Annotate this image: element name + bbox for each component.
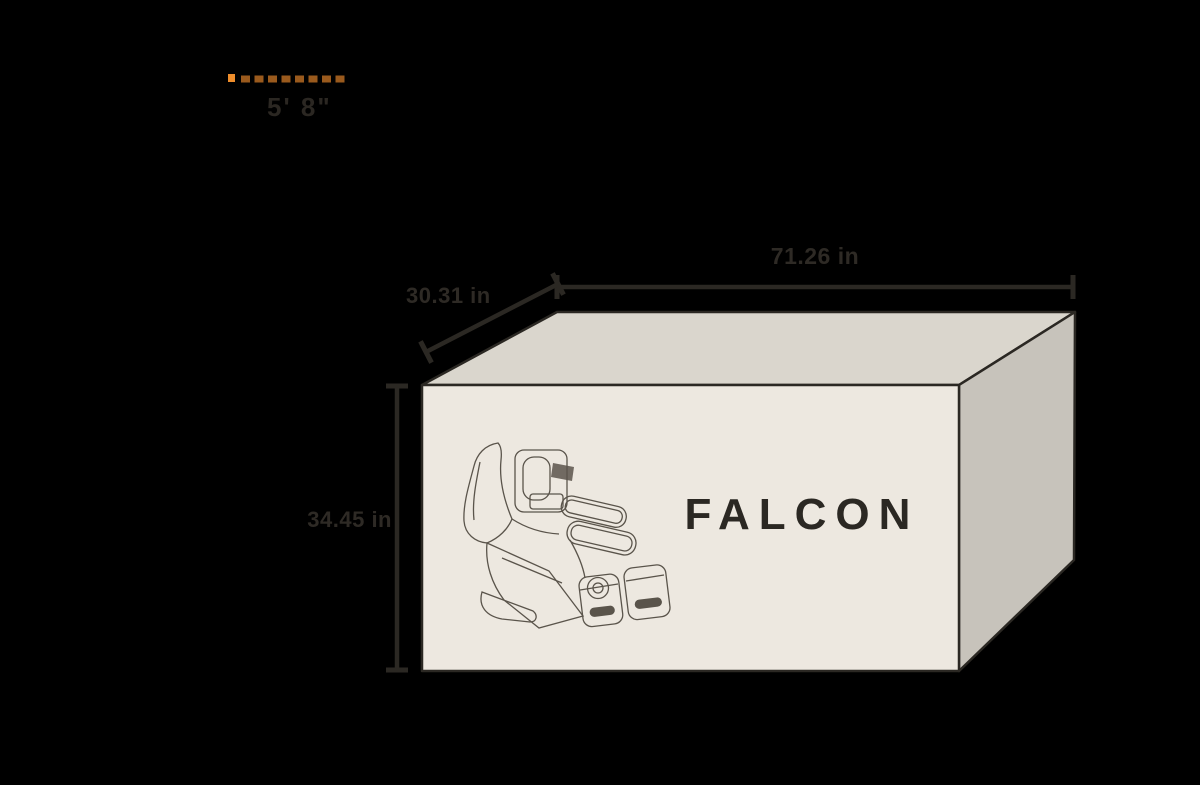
box-front-face [420,383,961,673]
depth-dimension-line [418,272,566,364]
width-dimension-line [554,275,1076,299]
clearance-label: 5' 8" [267,92,332,122]
width-dimension-label: 71.26 in [770,243,860,269]
brand-name-on-box: FALCON [684,490,920,539]
massage-chair-illustration [463,442,671,629]
height-dimension-line [386,383,408,673]
depth-dimension-label: 30.31 in [406,283,491,308]
dashed-reference-line [228,74,348,83]
shipping-box [420,310,1077,673]
height-dimension-label: 34.45 in [307,507,392,532]
